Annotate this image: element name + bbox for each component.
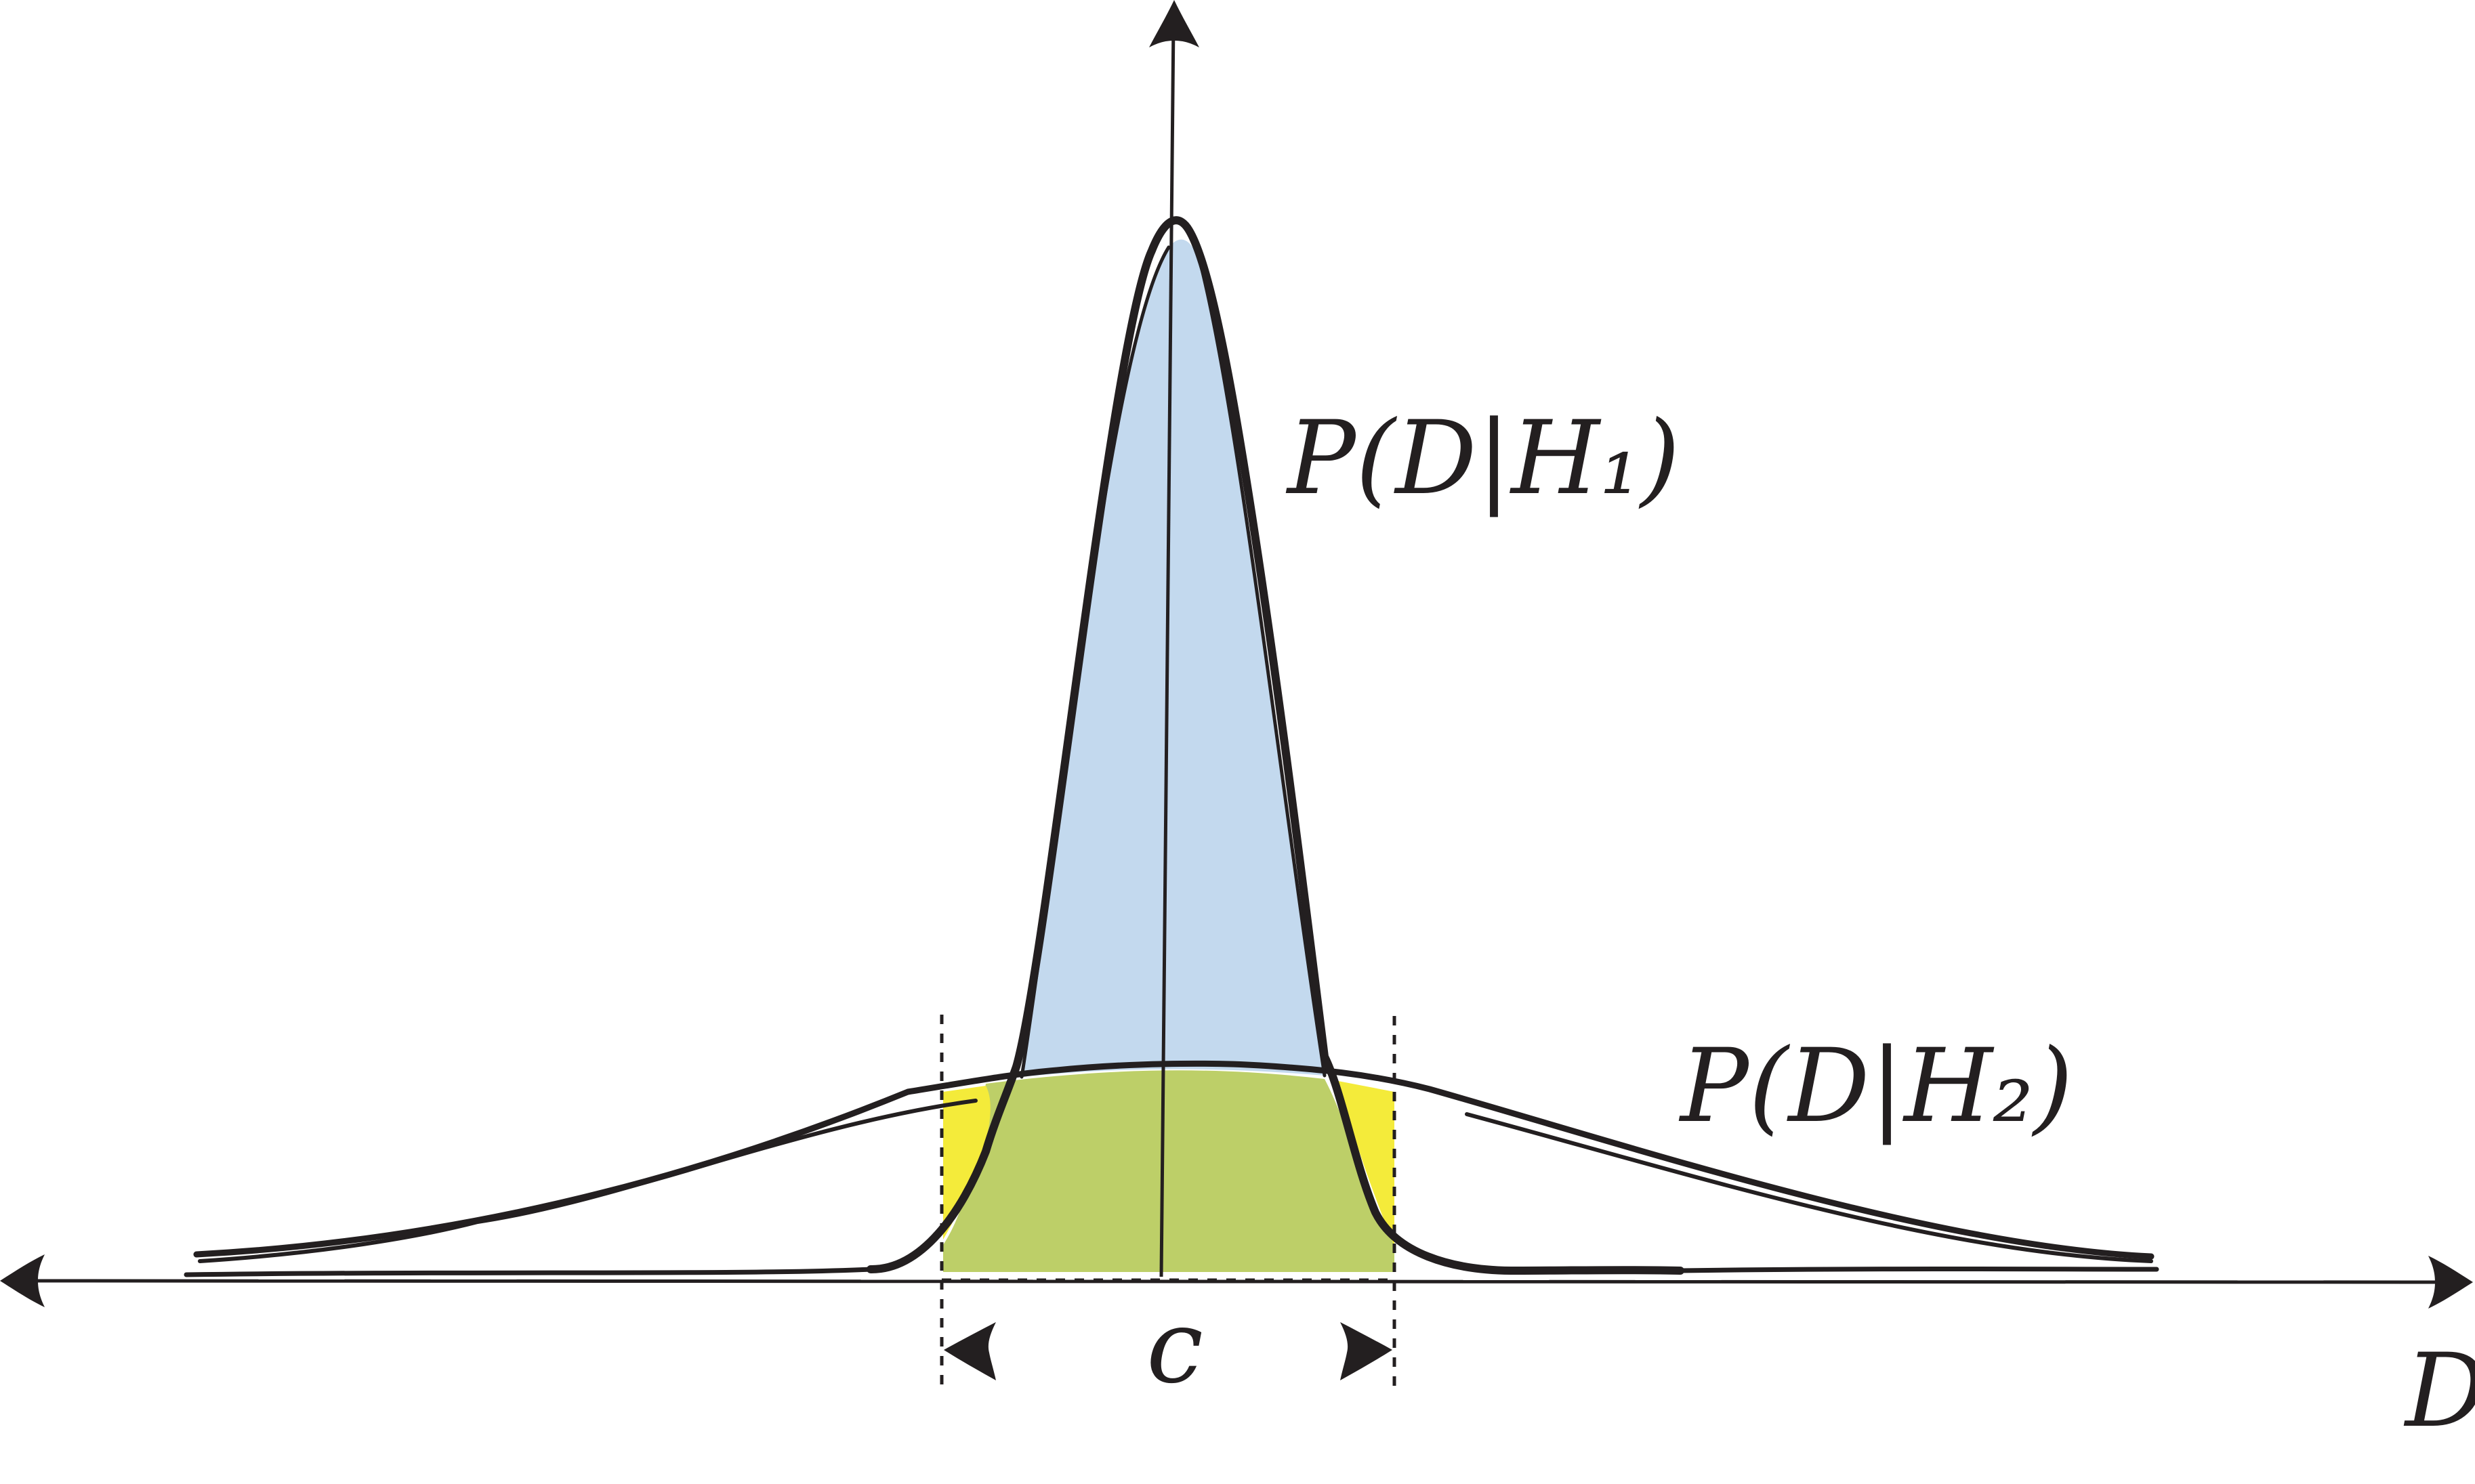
x-axis-right-arrowhead xyxy=(2428,1256,2473,1309)
y-axis-arrowhead xyxy=(1149,0,1199,47)
interval-right-arrowhead xyxy=(1340,1322,1392,1380)
x-axis-label: D xyxy=(2403,1332,2475,1450)
interval-left-arrowhead xyxy=(944,1322,996,1380)
h1-curve-inner-right xyxy=(1199,262,1327,1078)
h2-curve-left-inner xyxy=(198,1099,978,1263)
right-tail-fill xyxy=(1338,1081,1394,1246)
h2-curve-label: P(D|H₂) xyxy=(1678,1027,2073,1145)
left-tail-fill xyxy=(943,1086,991,1239)
h1-curve xyxy=(867,216,1684,1275)
filled-regions xyxy=(943,239,1394,1272)
h1-curve-inner-left xyxy=(1020,245,1171,1079)
x-axis-left-arrowhead xyxy=(0,1254,45,1307)
axes xyxy=(0,0,2473,1309)
h2-baseline-stroke xyxy=(184,1267,2159,1277)
h1-region-fill xyxy=(1022,239,1325,1077)
h2-curve-right-inner xyxy=(1465,1112,2153,1263)
overlap-region-fill xyxy=(943,1070,1394,1272)
h1-curve-label: P(D|H₁) xyxy=(1285,400,1680,517)
interval-limits xyxy=(940,1015,1396,1388)
x-axis-line xyxy=(30,1279,2443,1284)
y-axis-line xyxy=(1159,23,1176,1277)
interval-label: c xyxy=(1146,1288,1203,1406)
